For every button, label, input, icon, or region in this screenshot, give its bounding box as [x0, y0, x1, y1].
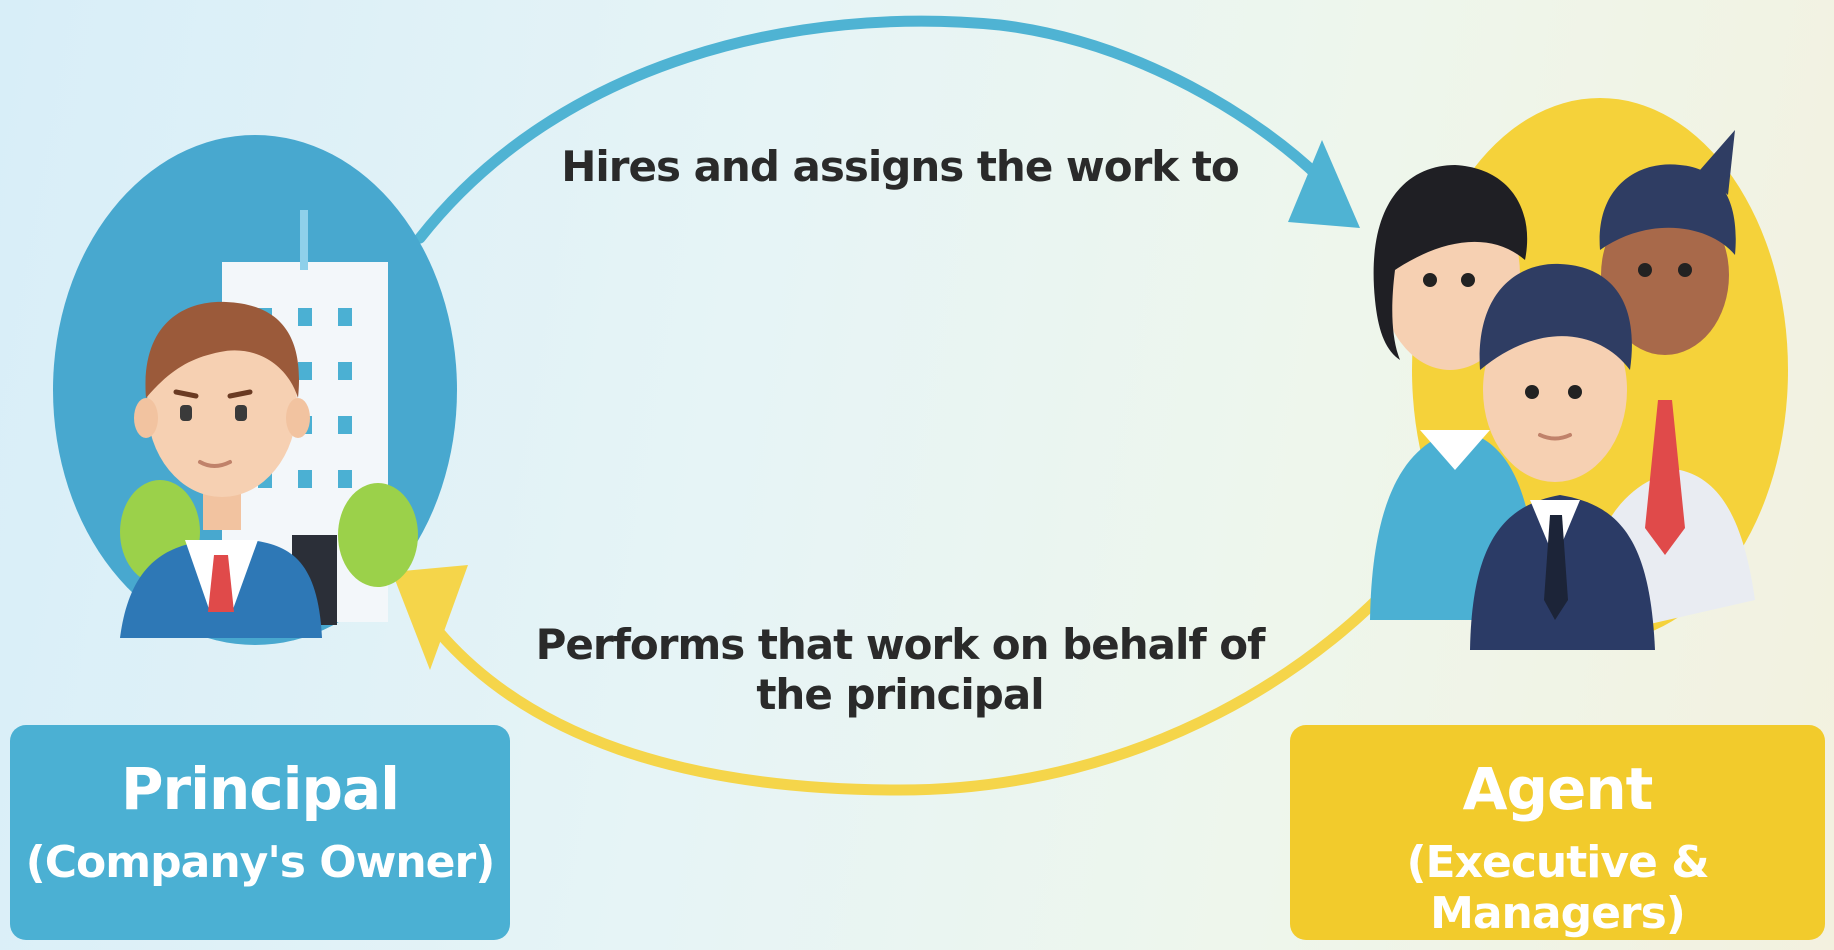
top-arrow-label-text: Hires and assigns the work to: [561, 142, 1240, 191]
bottom-arrow-label-line1: Performs that work on behalf of: [535, 620, 1266, 669]
group-of-three-employees-icon: [1370, 98, 1788, 650]
arrow-right-curved-icon: [414, 15, 1360, 244]
principal-box: Principal (Company's Owner): [10, 725, 510, 940]
agent-box: Agent (Executive & Managers): [1290, 725, 1825, 940]
agent-subtitle: (Executive & Managers): [1406, 837, 1709, 939]
agent-title: Agent: [1462, 755, 1654, 823]
bottom-arrow-label: Performs that work on behalf of the prin…: [520, 620, 1280, 721]
top-arrow-label: Hires and assigns the work to: [560, 142, 1240, 192]
arrow-left-curved-icon: [392, 556, 1418, 796]
bottom-arrow-label-line2: the principal: [756, 670, 1044, 720]
principal-title: Principal: [120, 755, 400, 823]
businessman-with-office-building-icon: [53, 135, 457, 645]
principal-subtitle: (Company's Owner): [25, 837, 496, 888]
